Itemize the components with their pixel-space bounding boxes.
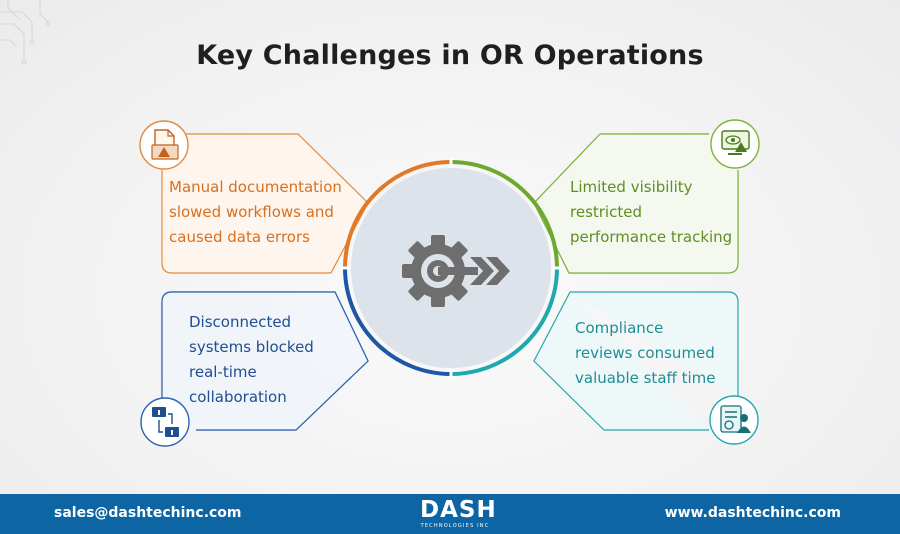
circuit-decoration	[0, 0, 51, 65]
document-warning-icon	[139, 120, 189, 170]
checklist-staff-icon	[709, 395, 759, 445]
logo-brand: DASH	[420, 497, 497, 523]
challenge-text-top-left: Manual documentation slowed workflows an…	[169, 175, 342, 250]
ring-arc-orange	[343, 160, 452, 269]
challenge-line: real-time	[189, 363, 257, 381]
logo-subtitle: TECHNOLOGIES INC	[420, 523, 490, 529]
ring-arc-green	[450, 160, 559, 269]
challenge-line: systems blocked	[189, 338, 314, 356]
diagram-canvas	[0, 0, 760, 447]
challenge-line: Manual documentation	[169, 178, 342, 196]
footer-website-link[interactable]: www.dashtechinc.com	[664, 505, 841, 521]
challenge-line: Disconnected	[189, 313, 292, 331]
footer-bar: sales@dashtechinc.com DASH TECHNOLOGIES …	[0, 494, 900, 534]
challenge-line: Compliance	[575, 319, 664, 337]
challenge-text-top-right: Limited visibility restricted performanc…	[570, 175, 732, 250]
challenge-line: reviews consumed	[575, 344, 715, 362]
challenge-line: caused data errors	[169, 228, 310, 246]
disconnected-computers-icon	[140, 397, 190, 447]
challenge-line: collaboration	[189, 388, 287, 406]
challenge-line: Limited visibility	[570, 178, 693, 196]
challenge-text-bottom-right: Compliance reviews consumed valuable sta…	[575, 316, 716, 391]
dash-logo: DASH TECHNOLOGIES INC	[420, 497, 497, 530]
challenge-line: performance tracking	[570, 228, 733, 246]
challenge-text-bottom-left: Disconnected systems blocked real-time c…	[189, 310, 314, 410]
challenge-line: valuable staff time	[575, 369, 716, 387]
challenge-line: restricted	[570, 203, 642, 221]
footer-email-link[interactable]: sales@dashtechinc.com	[54, 505, 242, 521]
challenge-line: slowed workflows and	[169, 203, 334, 221]
gear-target-arrow-icon	[402, 235, 510, 307]
eye-monitor-warning-icon	[710, 119, 760, 169]
page-title: Key Challenges in OR Operations	[196, 40, 704, 71]
ring-arc-blue	[343, 267, 452, 376]
ring-arc-teal	[450, 267, 559, 376]
card-bottom-right	[533, 291, 739, 431]
